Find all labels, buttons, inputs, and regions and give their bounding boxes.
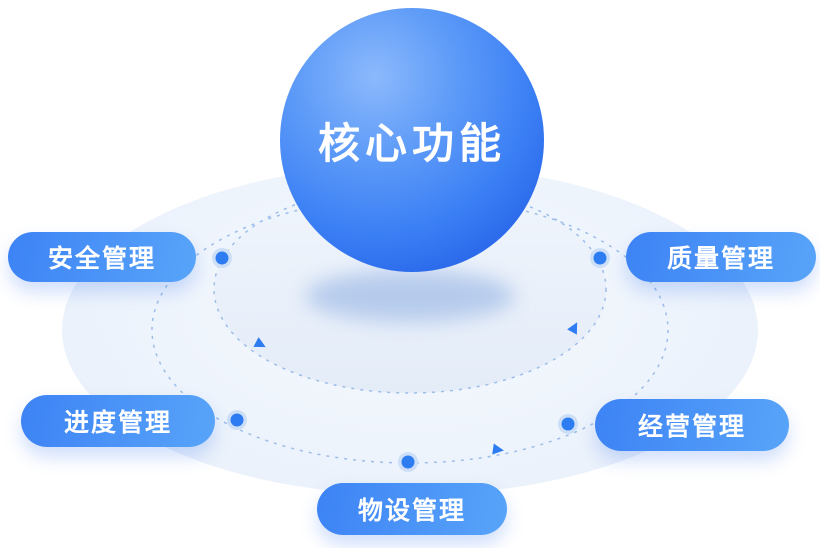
core-sphere: 核心功能 (280, 8, 544, 272)
outer-orbit-ring (151, 196, 669, 464)
core-sphere-label: 核心功能 (317, 119, 506, 167)
node-pill-label: 安全管理 (47, 245, 156, 273)
node-pill-progress: 进度管理 (21, 395, 215, 447)
node-pill-equipment: 物设管理 (317, 483, 507, 535)
node-pill-operation: 经营管理 (595, 399, 789, 451)
orbit-dot (590, 248, 610, 268)
orbit-dot (227, 410, 247, 430)
node-pill-label: 进度管理 (63, 409, 172, 437)
orbit-dot (398, 452, 418, 472)
orbit-arrow-icon (567, 322, 578, 335)
orbit-arrow-icon (492, 443, 504, 455)
node-pill-quality: 质量管理 (626, 232, 816, 282)
node-pill-label: 经营管理 (637, 413, 746, 441)
orbit-arrow-icon (253, 337, 266, 348)
orbit-dot (558, 414, 578, 434)
node-pill-label: 质量管理 (666, 245, 775, 273)
sphere-shadow (305, 270, 515, 322)
orbit-dot (212, 248, 232, 268)
node-pill-label: 物设管理 (357, 497, 466, 525)
node-pill-safety: 安全管理 (8, 232, 196, 282)
